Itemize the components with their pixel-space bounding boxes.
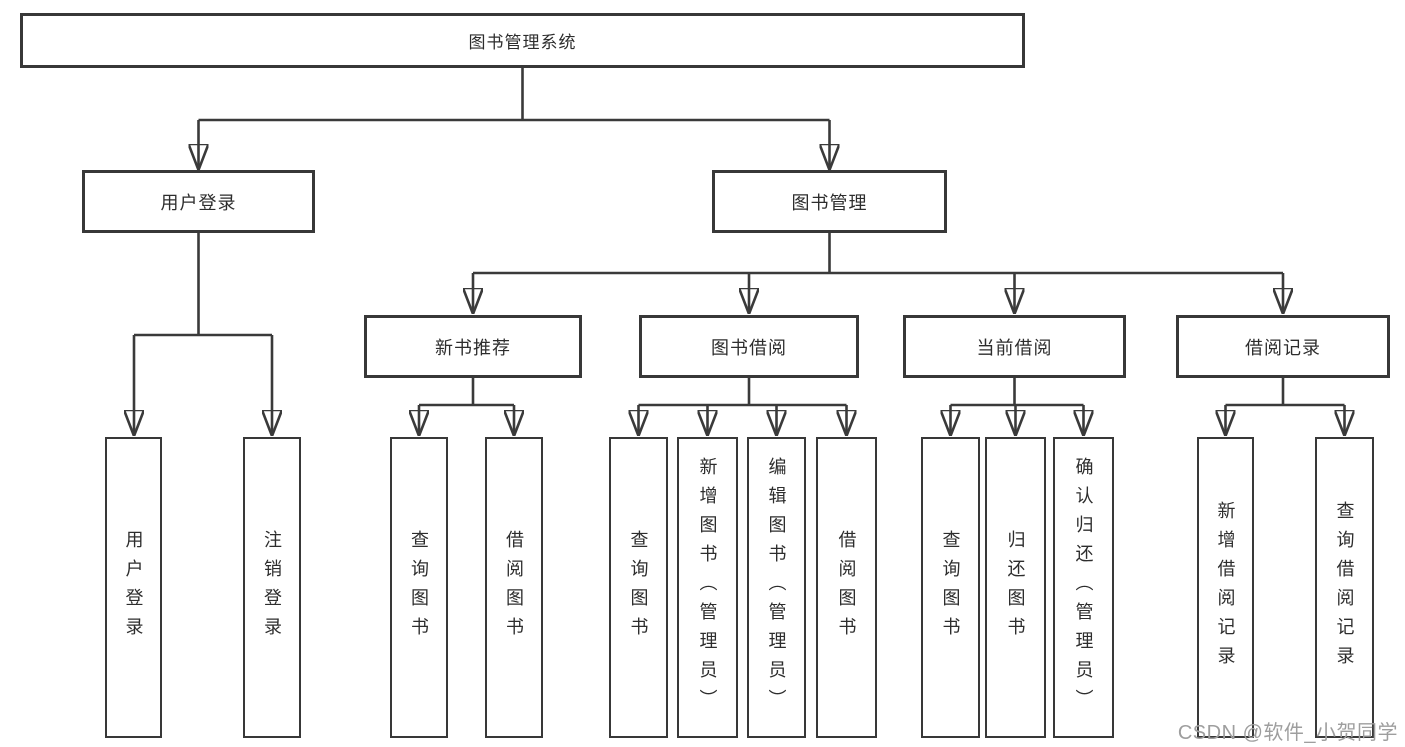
leaf-add-book-admin: 新增图书（管理员） xyxy=(677,437,738,738)
leaf-user-login: 用户登录 xyxy=(105,437,162,738)
connector-root-split xyxy=(134,68,1345,407)
leaf-return-book: 归还图书 xyxy=(985,437,1046,738)
node-root: 图书管理系统 xyxy=(20,13,1025,68)
leaf-query-books-3: 查询图书 xyxy=(921,437,980,738)
node-user-login: 用户登录 xyxy=(82,170,315,233)
node-new-book-recommend: 新书推荐 xyxy=(364,315,582,378)
csdn-watermark: CSDN @软件_小贺同学 xyxy=(1177,722,1398,744)
leaf-edit-book-admin: 编辑图书（管理员） xyxy=(747,437,806,738)
leaf-borrow-books-1: 借阅图书 xyxy=(485,437,543,738)
node-current-borrowing: 当前借阅 xyxy=(903,315,1126,378)
leaf-logout: 注销登录 xyxy=(243,437,301,738)
leaf-query-books-1: 查询图书 xyxy=(390,437,448,738)
node-book-management: 图书管理 xyxy=(712,170,947,233)
leaf-add-borrow-record: 新增借阅记录 xyxy=(1197,437,1254,738)
node-book-borrowing: 图书借阅 xyxy=(639,315,859,378)
leaf-borrow-books-2: 借阅图书 xyxy=(816,437,877,738)
leaf-query-borrow-record: 查询借阅记录 xyxy=(1315,437,1374,738)
leaf-confirm-return-admin: 确认归还（管理员） xyxy=(1053,437,1114,738)
leaf-query-books-2: 查询图书 xyxy=(609,437,668,738)
node-borrow-records: 借阅记录 xyxy=(1176,315,1390,378)
